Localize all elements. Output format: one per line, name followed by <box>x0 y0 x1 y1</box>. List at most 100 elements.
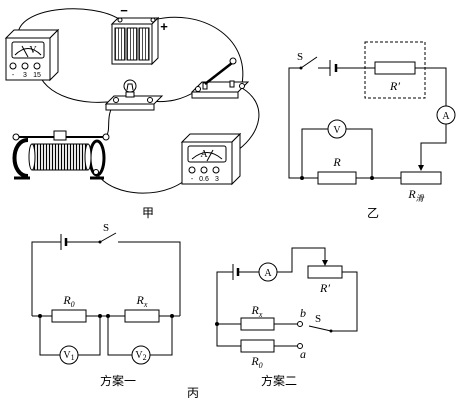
ammeter-terminal-0.6 <box>200 166 208 174</box>
yi-r-prime-label: R′ <box>389 79 400 93</box>
battery-cell-1 <box>114 27 126 61</box>
ammeter-dial-window <box>187 145 227 163</box>
voltmeter-terminal-label-15: 15 <box>33 72 41 79</box>
knife-switch <box>190 57 250 99</box>
battery-terminal-pos <box>150 17 156 23</box>
switch-terminal-left <box>195 86 201 92</box>
s1-v2-label: V2 <box>135 350 146 362</box>
s1-wire-v2-right <box>150 316 173 356</box>
caption-bing: 丙 <box>187 386 199 400</box>
switch-clip <box>229 80 235 88</box>
caption-yi: 乙 <box>367 206 379 220</box>
s2-rheostat-label: R′ <box>319 281 330 295</box>
battery-side-face <box>151 16 159 66</box>
ammeter-terminal-3 <box>212 166 220 174</box>
s1-wire-v2-left <box>107 316 132 356</box>
yi-ammeter-symbol: A <box>442 111 450 122</box>
ammeter-device: A - 0.6 3 <box>180 132 242 186</box>
ammeter-terminal-label-3: 3 <box>215 176 219 183</box>
s2-wire-rheostat-switch <box>332 271 358 332</box>
voltmeter-dial-window <box>11 41 45 59</box>
voltmeter-side-face <box>49 28 59 82</box>
ammeter-scale-arc <box>191 152 223 160</box>
s2-r0-label: R0 <box>250 354 262 370</box>
yi-wire-ammeter-slider <box>418 124 447 171</box>
yi-wire-box-ammeter <box>415 67 447 106</box>
s1-wire-v1-left <box>39 316 60 356</box>
battery-pack: − + <box>110 3 168 66</box>
s1-v2-label-main: V <box>135 350 143 361</box>
yi-rheostat-label-main: R <box>407 187 416 201</box>
bulb-terminal-left <box>113 97 119 103</box>
panel-bing-scheme-2: A R′ S b a Rx R0 方案二 <box>215 247 358 388</box>
s1-r0-label-main: R <box>62 293 71 307</box>
yi-wire-voltmeter-left <box>301 128 328 178</box>
s2-terminal-a-label: a <box>300 347 306 361</box>
s2-rx-label-sub: x <box>258 310 263 319</box>
voltmeter-terminal-label-3: 3 <box>23 72 27 79</box>
yi-resistor-r-prime <box>374 61 416 75</box>
yi-switch-label: S <box>297 51 303 63</box>
yi-resistor-r-label: R <box>332 155 341 169</box>
panel-yi: S R′ A R滑 R V 乙 <box>288 41 456 220</box>
s2-wire-ammeter-slider <box>277 247 328 273</box>
rheostat-coil <box>31 143 89 171</box>
s2-r0-label-sub: 0 <box>259 361 263 370</box>
yi-junction-right <box>370 176 374 180</box>
s1-v1-label-sub: 1 <box>71 353 75 362</box>
bulb-glass <box>123 79 137 93</box>
switch-board-front <box>191 91 239 99</box>
rheostat-device <box>12 130 110 180</box>
ammeter-symbol: A <box>200 149 208 160</box>
ammeter-side-face <box>231 132 241 186</box>
wire-battery-switch <box>152 16 244 85</box>
rheostat-terminal-rod-right <box>102 133 110 141</box>
voltmeter-symbol: V <box>29 45 37 56</box>
ammeter-terminal-neg <box>188 166 196 174</box>
s1-title: 方案一 <box>100 373 136 388</box>
yi-rheostat-label: R滑 <box>407 187 424 203</box>
s1-v1-label-main: V <box>63 350 71 361</box>
yi-rheostat-label-sub: 滑 <box>416 194 425 203</box>
yi-junction-left <box>300 176 304 180</box>
battery-cell-2 <box>126 27 138 61</box>
s1-r0-label-sub: 0 <box>71 300 75 309</box>
s2-rx-label: Rx <box>251 303 263 319</box>
ammeter-top-face <box>180 133 242 143</box>
s2-title: 方案二 <box>261 373 297 388</box>
s1-rx-label-sub: x <box>143 300 148 309</box>
s2-junction <box>215 322 219 326</box>
voltmeter-needle <box>21 45 29 58</box>
rheostat-coil-end-left <box>28 143 36 171</box>
s2-switch-label: S <box>315 313 321 325</box>
yi-voltmeter-symbol: V <box>333 125 341 136</box>
voltmeter-top-face <box>4 29 60 39</box>
bulb-device <box>104 79 164 111</box>
s1-v1-label: V1 <box>63 350 74 362</box>
s2-rheostat <box>307 265 343 279</box>
s1-switch-blade <box>99 232 117 243</box>
ammeter-terminal-label-0.6: 0.6 <box>199 176 209 183</box>
voltmeter-scale-arc <box>14 48 42 56</box>
s1-wire-v1-right <box>78 316 101 356</box>
yi-rheostat <box>400 171 442 185</box>
s1-rx-label: Rx <box>136 293 148 309</box>
battery-negative-sign: − <box>120 3 128 18</box>
voltmeter-terminal-neg <box>9 62 17 70</box>
bulb-filament <box>126 83 134 91</box>
s2-r0-label-main: R <box>250 354 259 368</box>
s2-resistor-r0 <box>240 339 275 353</box>
s2-wire-left <box>216 271 241 347</box>
s2-terminal-b <box>297 321 303 327</box>
rheostat-left-stand <box>12 138 29 178</box>
s1-resistor-r0 <box>51 309 87 323</box>
switch-terminal-right <box>239 83 245 89</box>
s1-resistor-rx <box>124 309 160 323</box>
bulb-board-front <box>105 103 155 111</box>
battery-positive-sign: + <box>160 19 168 34</box>
bulb-socket <box>125 91 135 98</box>
voltmeter-terminal-15 <box>33 62 41 70</box>
s2-resistor-rx <box>240 317 275 331</box>
switch-handle <box>229 57 237 65</box>
